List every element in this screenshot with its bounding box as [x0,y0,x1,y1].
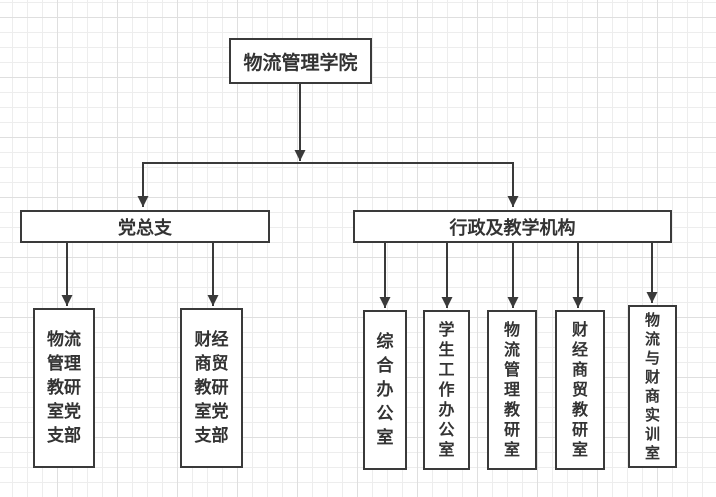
node-logistics-finance-training-room[interactable]: 物流与财商实训室 [628,305,677,468]
node-general-office-label: 综合办公室 [376,332,394,448]
node-logistics-mgmt-teaching-party-branch[interactable]: 物流管理教研室党支部 [33,308,95,468]
node-finance-commerce-teaching-party-branch-label: 财经商贸教研室党支部 [194,330,229,446]
node-student-affairs-office[interactable]: 学生工作办公室 [423,310,470,470]
node-admin-teaching-orgs-label: 行政及教学机构 [449,217,576,239]
node-finance-commerce-teaching-office[interactable]: 财经商贸教研室 [555,310,605,470]
node-logistics-finance-training-room-label: 物流与财商实训室 [644,310,660,462]
node-college[interactable]: 物流管理学院 [229,38,372,84]
node-party-general-branch[interactable]: 党总支 [20,210,270,243]
node-finance-commerce-teaching-party-branch[interactable]: 财经商贸教研室党支部 [180,308,243,468]
node-admin-teaching-orgs[interactable]: 行政及教学机构 [353,210,672,243]
node-student-affairs-office-label: 学生工作办公室 [438,320,455,459]
node-college-label: 物流管理学院 [243,51,358,74]
node-logistics-mgmt-teaching-office[interactable]: 物流管理教研室 [487,310,537,470]
node-logistics-mgmt-teaching-party-branch-label: 物流管理教研室党支部 [47,330,81,446]
node-finance-commerce-teaching-office-label: 财经商贸教研室 [571,320,588,459]
node-logistics-mgmt-teaching-office-label: 物流管理教研室 [503,320,520,459]
node-general-office[interactable]: 综合办公室 [363,310,407,470]
node-party-general-branch-label: 党总支 [118,217,172,239]
